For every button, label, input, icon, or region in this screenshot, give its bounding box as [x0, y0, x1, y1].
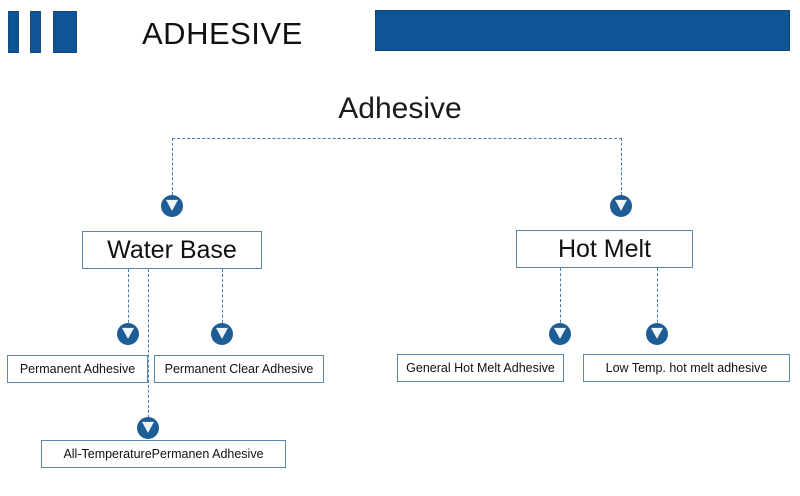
arrow-down-icon [549, 323, 571, 345]
node-label: Permanent Clear Adhesive [164, 362, 314, 376]
connector-waterbase-to-alltemperature [148, 269, 149, 428]
node-permanent-adhesive[interactable]: Permanent Adhesive [7, 355, 148, 383]
connector-root-to-hotmelt [621, 138, 622, 195]
arrow-down-icon [646, 323, 668, 345]
node-label: Hot Melt [557, 234, 652, 263]
node-general-hot-melt-adhesive[interactable]: General Hot Melt Adhesive [397, 354, 564, 382]
connector-waterbase-to-permanent-clear [222, 269, 223, 333]
arrow-down-icon [211, 323, 233, 345]
arrow-down-icon [137, 417, 159, 439]
connector-root-to-waterbase [172, 138, 173, 195]
node-label: Low Temp. hot melt adhesive [605, 361, 768, 375]
logo-bar-icon [30, 11, 41, 53]
node-low-temp-hot-melt-adhesive[interactable]: Low Temp. hot melt adhesive [583, 354, 790, 382]
tree-diagram: Adhesive Water Base Hot Melt [0, 62, 800, 496]
arrow-down-icon [161, 195, 183, 217]
logo-bar-icon [8, 11, 19, 53]
arrow-down-icon [117, 323, 139, 345]
page-header: ADHESIVE [0, 0, 800, 62]
header-accent-bar [375, 10, 790, 51]
node-label: Water Base [107, 235, 237, 264]
node-label: General Hot Melt Adhesive [406, 361, 555, 375]
node-all-temperature-permanent-adhesive[interactable]: All-TemperaturePermanen Adhesive [41, 440, 286, 468]
logo-bar-icon [53, 11, 77, 53]
arrow-down-icon [610, 195, 632, 217]
node-hot-melt[interactable]: Hot Melt [516, 230, 693, 268]
connector-hotmelt-to-general [560, 268, 561, 333]
node-label: All-TemperaturePermanen Adhesive [63, 447, 264, 461]
root-node-label: Adhesive [338, 92, 462, 125]
connector-root-horizontal [172, 138, 622, 139]
page-title: ADHESIVE [142, 16, 303, 51]
node-label: Permanent Adhesive [19, 362, 136, 376]
connector-waterbase-to-permanent [128, 269, 129, 333]
node-permanent-clear-adhesive[interactable]: Permanent Clear Adhesive [154, 355, 324, 383]
connector-hotmelt-to-lowtemp [657, 268, 658, 333]
node-water-base[interactable]: Water Base [82, 231, 262, 269]
